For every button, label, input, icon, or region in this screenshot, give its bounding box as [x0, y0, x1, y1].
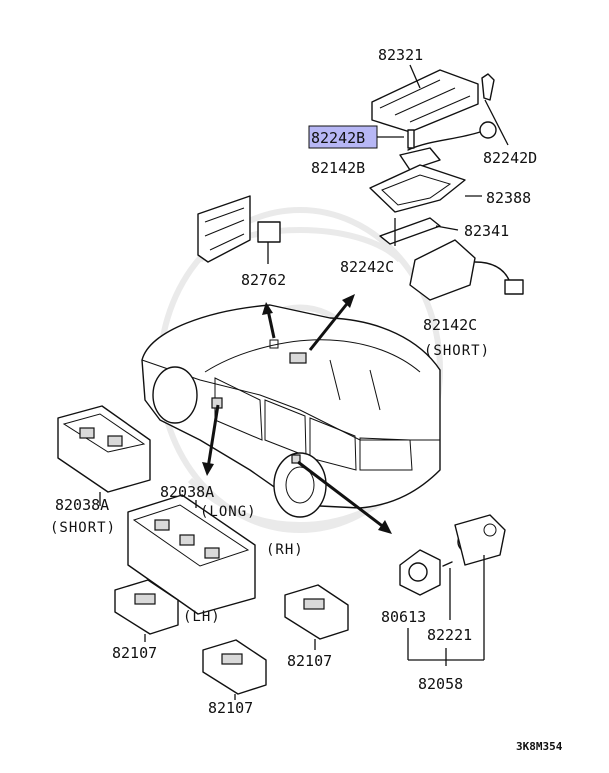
label-82221: 82221: [427, 626, 472, 644]
window-switch-long: [127, 494, 256, 615]
arrow-head-window-switch: [202, 462, 214, 476]
single-switch-lh-b: [202, 639, 267, 700]
single-switch-rh: [284, 584, 349, 650]
label-82107-c: 82107: [287, 652, 332, 670]
label-short-82038A: (SHORT): [50, 520, 116, 536]
label-80613: 80613: [381, 608, 426, 626]
relay-82762: [197, 195, 281, 264]
label-82242D: 82242D: [483, 149, 537, 167]
label-82762: 82762: [241, 271, 286, 289]
label-82142C: 82142C: [423, 316, 477, 334]
label-82058: 82058: [418, 675, 463, 693]
label-82142B: 82142B: [311, 159, 365, 177]
label-rh: (RH): [266, 542, 304, 558]
arrow-head-dome-light: [342, 294, 355, 308]
pointer-arrows: [202, 294, 392, 534]
dome-light-assembly: [369, 64, 524, 301]
label-lh: (LH): [183, 609, 221, 625]
arrow-head-door-switch: [378, 520, 392, 534]
label-82038A-right: 82038A: [160, 483, 214, 501]
switch-82221: [454, 514, 506, 566]
diagram-code: 3K8M354: [516, 740, 563, 753]
label-82341: 82341: [464, 222, 509, 240]
label-82242C: 82242C: [340, 258, 394, 276]
window-switch-short: [57, 405, 151, 506]
vehicle-body: [141, 304, 441, 518]
label-long: (LONG): [200, 504, 257, 520]
label-82321: 82321: [378, 46, 423, 64]
label-82107-a: 82107: [112, 644, 157, 662]
lens-82388: [369, 164, 466, 213]
arrow-head-relay: [262, 302, 273, 315]
label-82388: 82388: [486, 189, 531, 207]
part-labels: 82321 82242B 82242D 82142B 82388 82341 8…: [50, 46, 563, 753]
label-short-82142C: (SHORT): [424, 343, 490, 359]
lamp-82142C: [409, 239, 476, 301]
single-switch-lh-a: [114, 579, 179, 642]
label-82038A-left: 82038A: [55, 496, 109, 514]
label-82107-b: 82107: [208, 699, 253, 717]
door-switch-group: [399, 514, 506, 666]
label-82242B: 82242B: [311, 129, 365, 147]
